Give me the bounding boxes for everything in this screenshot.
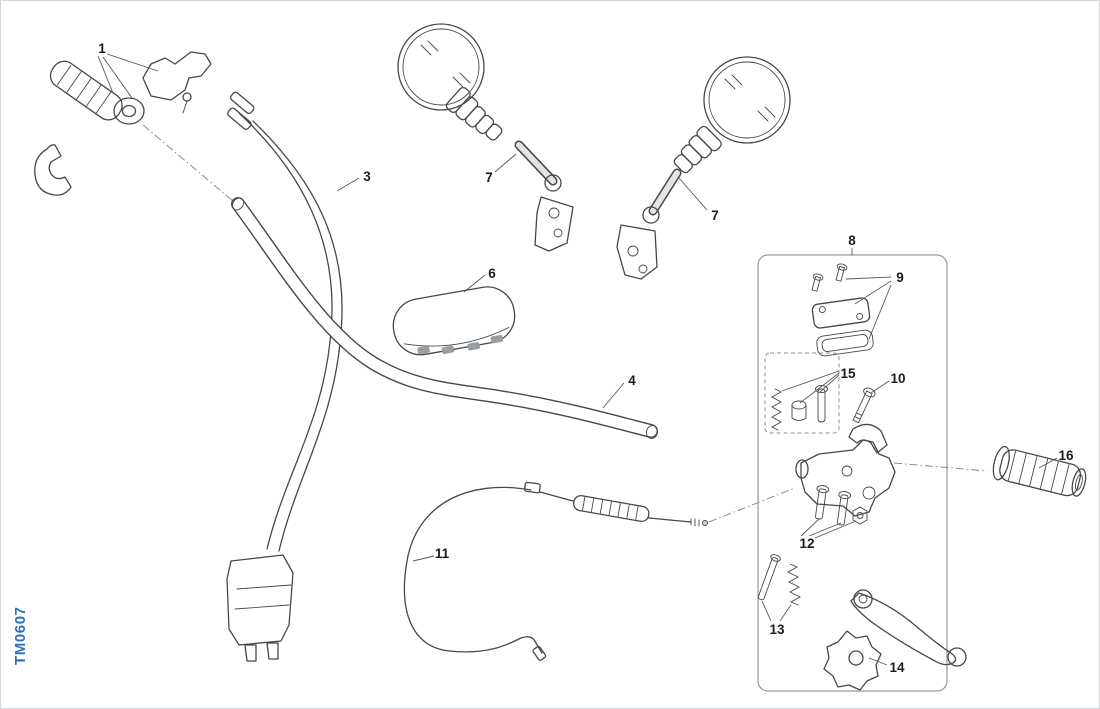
label-part-13: 13 bbox=[769, 622, 785, 637]
label-part-10: 10 bbox=[890, 371, 905, 386]
cable-adjusters bbox=[227, 91, 255, 130]
reservoir-cap bbox=[811, 297, 871, 329]
mirror-boot-right bbox=[673, 125, 722, 174]
switch-housing-upper bbox=[142, 51, 212, 101]
mirror-left bbox=[397, 23, 574, 252]
cable-junction-block bbox=[226, 554, 294, 662]
kit-spring bbox=[771, 388, 782, 431]
label-part-11: 11 bbox=[435, 546, 450, 561]
part-number-labels: 1 3 4 6 7 7 8 9 10 11 12 13 14 15 16 bbox=[98, 41, 1074, 675]
brake-lever-assembly bbox=[823, 589, 967, 691]
throttle-grip-assembly bbox=[34, 51, 212, 196]
bar-end-left bbox=[231, 197, 245, 211]
label-part-16: 16 bbox=[1058, 448, 1074, 463]
mount-bolts bbox=[815, 485, 868, 526]
label-part-7-right: 7 bbox=[711, 208, 719, 223]
mirror-right bbox=[616, 56, 791, 280]
pivot-pin bbox=[757, 554, 781, 601]
cylinder-clamp-half bbox=[848, 423, 888, 454]
pad-slots bbox=[417, 334, 504, 355]
label-part-15: 15 bbox=[840, 366, 856, 381]
cable-adjuster-sleeve bbox=[572, 494, 650, 523]
cable-run-2 bbox=[252, 120, 343, 552]
adjuster-knob bbox=[823, 630, 882, 691]
right-grip bbox=[992, 445, 1087, 497]
kit-bushing bbox=[791, 400, 807, 421]
leader-lines bbox=[97, 53, 1058, 666]
kit-pin bbox=[815, 385, 828, 423]
label-part-3: 3 bbox=[363, 169, 371, 184]
flange-bore bbox=[121, 104, 137, 118]
cap-screw-2 bbox=[835, 263, 848, 282]
label-part-1: 1 bbox=[98, 41, 106, 56]
label-part-12: 12 bbox=[799, 536, 814, 551]
lever-ball-end bbox=[947, 647, 967, 667]
left-grip bbox=[49, 60, 123, 121]
clutch-cable bbox=[403, 481, 708, 661]
banjo-outlet bbox=[795, 459, 809, 479]
lever-blade bbox=[850, 592, 957, 666]
throttle-tube-flange bbox=[113, 97, 145, 125]
lever-spring bbox=[787, 563, 801, 606]
master-cylinder bbox=[795, 423, 896, 517]
glass-reflection-marks bbox=[420, 40, 471, 88]
lever-pivot-hole bbox=[862, 486, 876, 500]
housing-screw bbox=[182, 92, 192, 114]
cable-elbow-fitting bbox=[520, 636, 547, 661]
label-part-14: 14 bbox=[889, 660, 905, 675]
diagram-code: TM0607 bbox=[12, 606, 29, 665]
cable-run-1 bbox=[238, 112, 333, 550]
label-part-8: 8 bbox=[848, 233, 856, 248]
mirror-arm-right bbox=[642, 168, 682, 224]
label-part-7-left: 7 bbox=[485, 170, 493, 185]
handlebar bbox=[231, 197, 659, 439]
threaded-cable-tip bbox=[690, 518, 708, 527]
grip-ribs bbox=[57, 65, 112, 114]
lever-pin-and-spring bbox=[757, 554, 801, 606]
bar-end-right bbox=[645, 425, 659, 439]
mirror-glass bbox=[397, 23, 485, 111]
mount-nut bbox=[852, 506, 868, 525]
mirror-base-right bbox=[616, 224, 658, 280]
mirror-glass-right bbox=[703, 56, 791, 144]
cable-end-fitting bbox=[523, 481, 541, 494]
label-part-9: 9 bbox=[896, 270, 904, 285]
switch-housing-lower-clamp bbox=[34, 144, 72, 196]
cap-screw-1 bbox=[811, 273, 824, 292]
reservoir-gasket bbox=[816, 329, 874, 357]
mirror-arm bbox=[514, 140, 562, 192]
throttle-cables bbox=[226, 91, 343, 662]
piston-kit-box bbox=[764, 352, 840, 434]
label-part-4: 4 bbox=[628, 373, 636, 388]
master-cylinder-group-box bbox=[757, 254, 948, 692]
mirror-base bbox=[534, 196, 574, 252]
cylinder-body bbox=[800, 439, 896, 517]
glass-reflection-marks-right bbox=[724, 74, 776, 122]
clamp-bolt bbox=[852, 387, 876, 424]
handlebar-pad bbox=[392, 286, 516, 356]
alignment-dashdot-lines bbox=[142, 124, 988, 523]
mount-bolt-2 bbox=[836, 491, 852, 526]
reservoir-cap-assembly bbox=[811, 263, 874, 357]
label-part-6: 6 bbox=[488, 266, 496, 281]
mirror-boot bbox=[445, 86, 503, 141]
